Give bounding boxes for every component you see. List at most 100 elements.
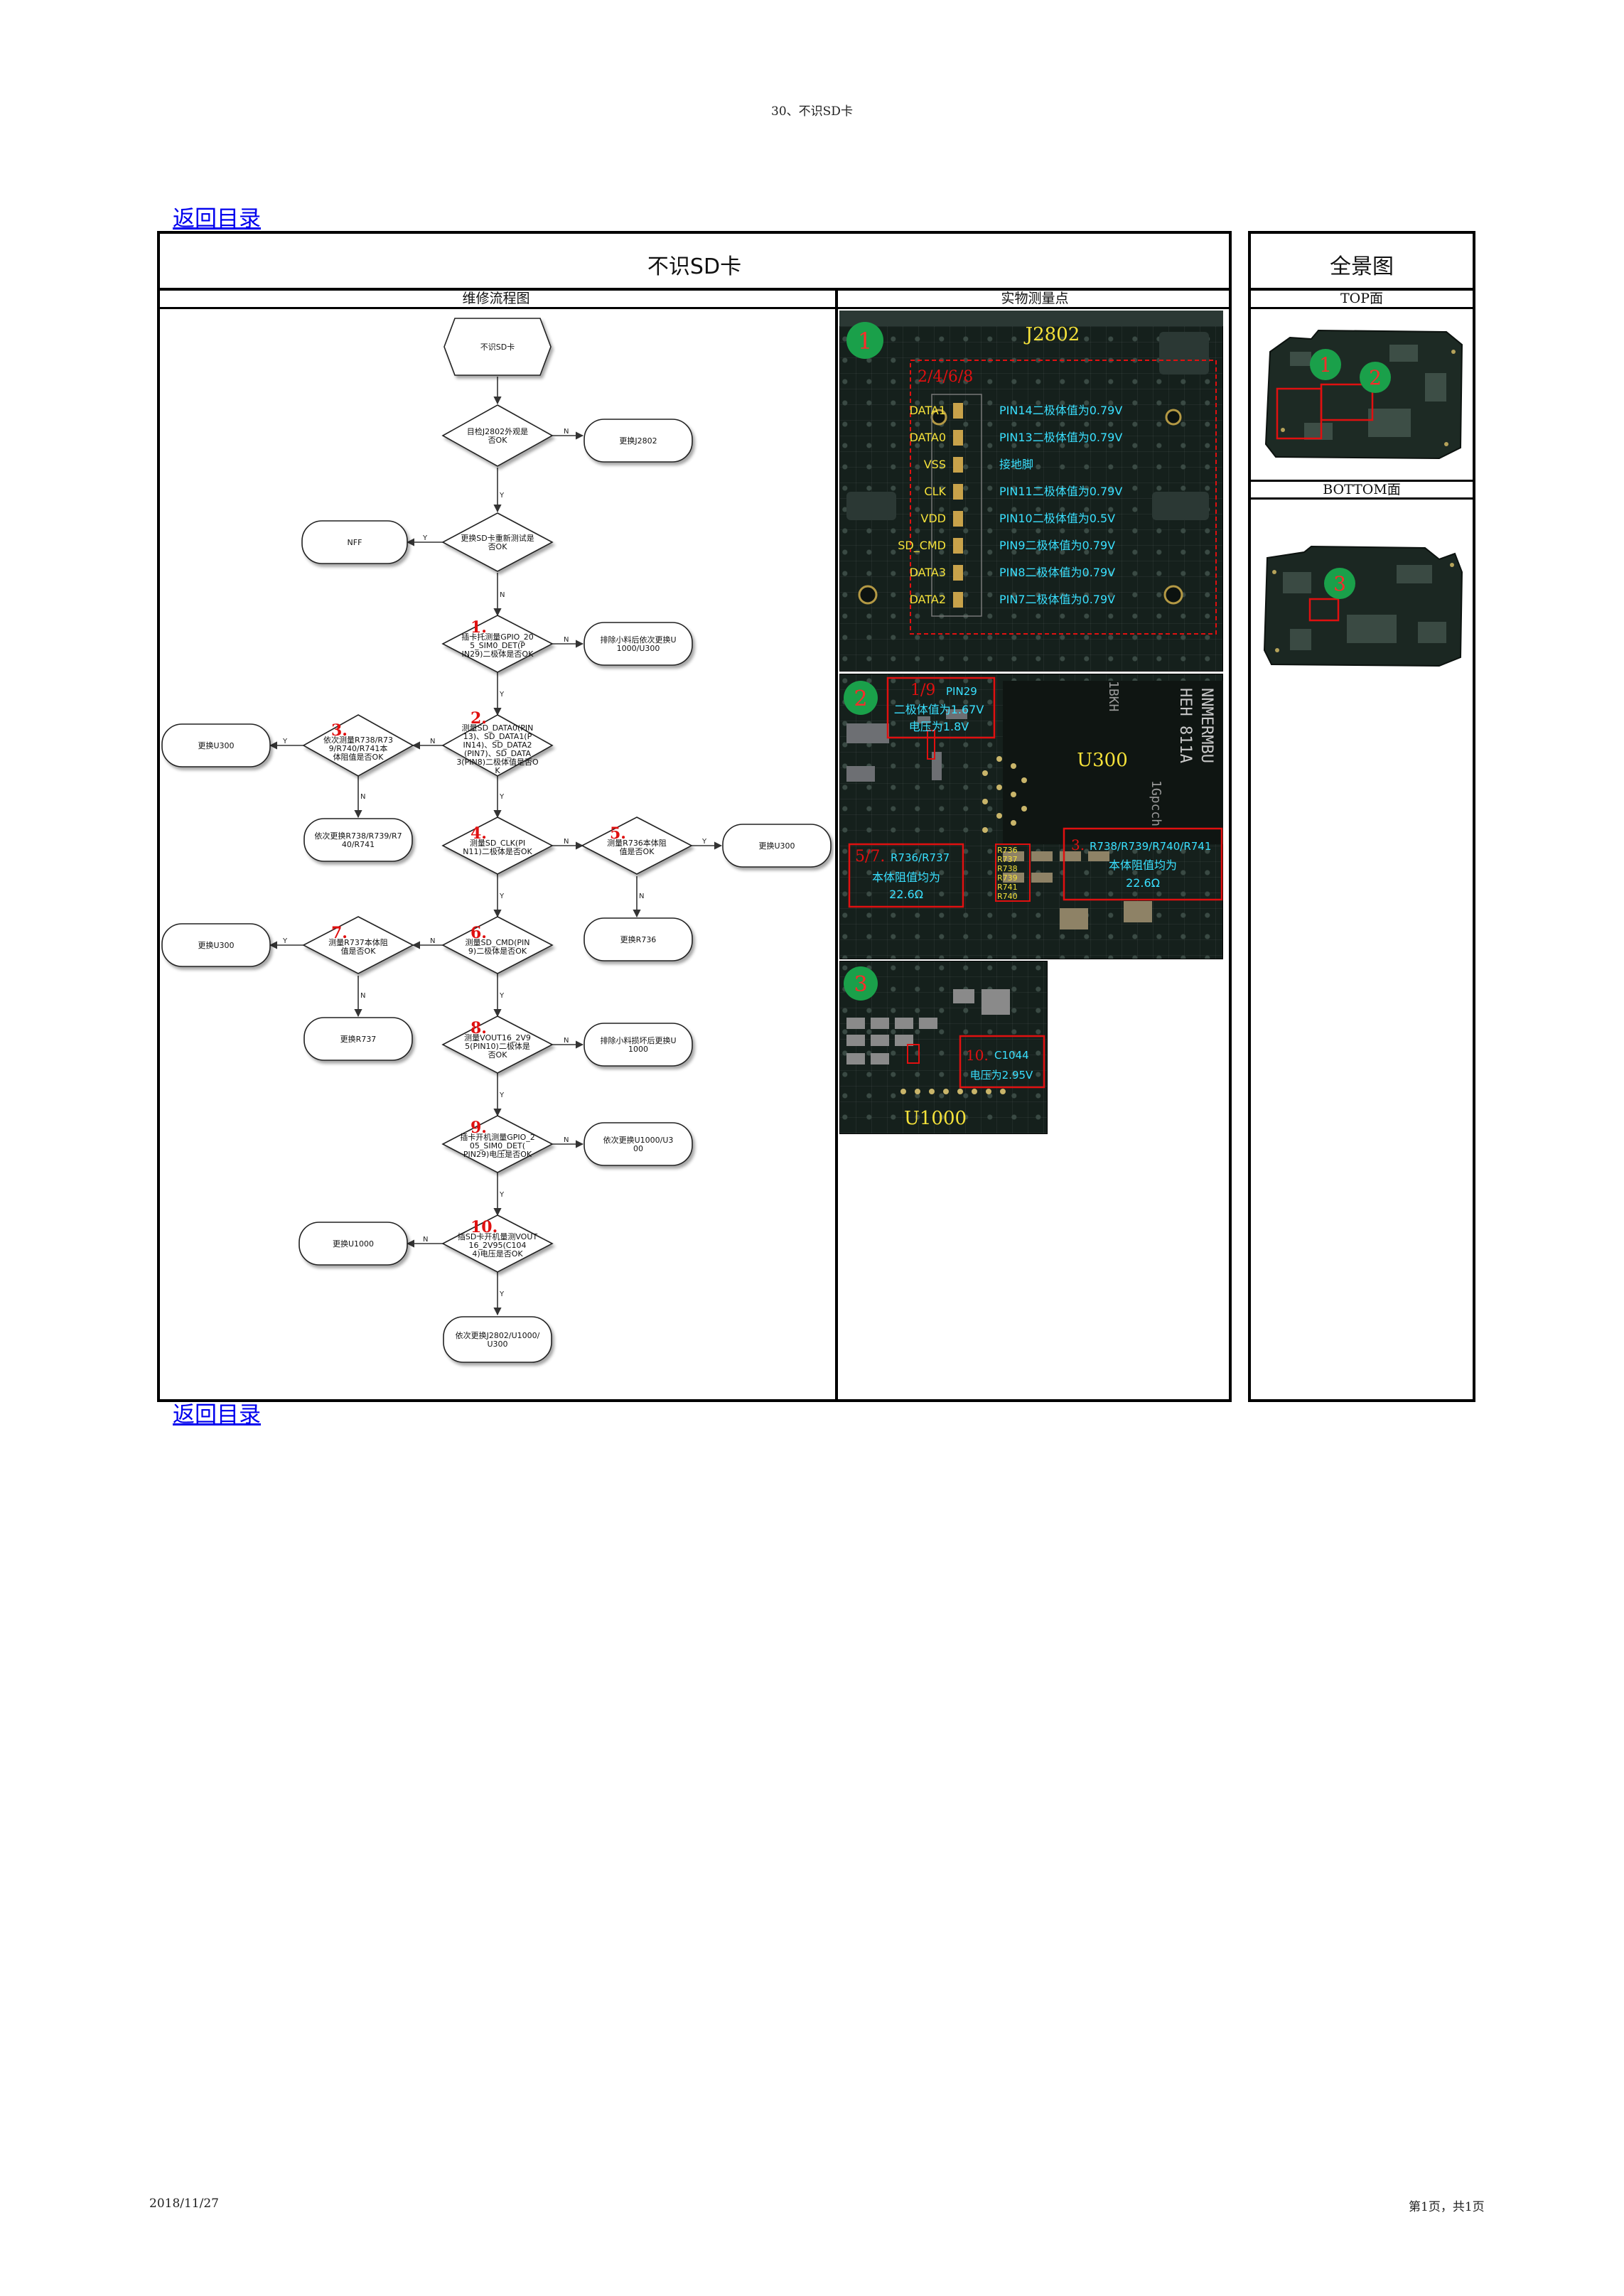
decision-8-text: 8.测量VOUT16_2V95(PIN10)二极体是否OK (464, 1019, 531, 1060)
top-marker-2: 2 (1369, 366, 1382, 389)
result-5-y (722, 824, 832, 868)
svg-text:Y: Y (282, 738, 288, 745)
photo2-note1-num: 1/9 (910, 681, 935, 699)
repair-flowchart: .fl{font-family:"DejaVu Sans","Liberatio… (161, 318, 832, 1363)
divider (157, 288, 1232, 291)
divider (1248, 307, 1475, 309)
photo3-num: 10. (966, 1047, 989, 1064)
pin-value: PIN7二极体值为0.79V (999, 593, 1115, 606)
flow-start (443, 318, 552, 376)
photo2-note2-l3: 22.6Ω (889, 888, 923, 901)
svg-text:更换U300: 更换U300 (198, 740, 234, 750)
svg-text:排除小料后依次更换U: 排除小料后依次更换U (600, 635, 676, 645)
photo2-note2-l2: 本体阻值均为 (872, 871, 940, 884)
svg-text:测量R737本体阻: 测量R737本体阻 (328, 937, 388, 947)
u300-silk-4: 1Gpcch (1149, 780, 1163, 826)
photo2-note1-pin: PIN29 (946, 685, 977, 698)
result-3-y-text: 更换U300 (198, 740, 234, 750)
decision-3 (302, 714, 414, 777)
pin-label: SD_CMD (898, 539, 946, 553)
divider (1248, 288, 1475, 291)
decision-2 (441, 714, 554, 777)
svg-text:1000/U300: 1000/U300 (617, 644, 660, 653)
bottom-marker-3: 3 (1333, 572, 1346, 595)
svg-text:00: 00 (633, 1144, 643, 1153)
result-7-n-text: 更换R737 (340, 1034, 377, 1044)
svg-text:N: N (430, 738, 435, 745)
pin-value: PIN10二极体值为0.5V (999, 512, 1115, 525)
resistor-label: R737 (997, 855, 1018, 864)
pin-label: VDD (920, 512, 946, 525)
svg-text:Y: Y (701, 838, 707, 846)
svg-text:5(PIN10)二极体是: 5(PIN10)二极体是 (465, 1041, 530, 1051)
svg-text:4)电压是否OK: 4)电压是否OK (472, 1249, 523, 1259)
svg-text:依次测量R738/R73: 依次测量R738/R73 (323, 735, 393, 745)
photo2-note3-l3: 22.6Ω (1126, 876, 1160, 890)
result-3-n (303, 818, 413, 862)
resistor-label: R736 (997, 846, 1018, 855)
decision-2-text: 2.测量SD_DATA0(PIN13)、SD_DATA1(PIN14)、SD_D… (456, 709, 539, 775)
svg-text:否OK: 否OK (488, 542, 508, 551)
photo2-note1-l2: 二极体值为1.67V (894, 703, 984, 716)
flow-header: 维修流程图 (462, 291, 530, 306)
divider (1248, 480, 1475, 482)
back-to-toc-link-bottom[interactable]: 返回目录 (173, 1402, 261, 1427)
top-marker-1: 1 (1319, 353, 1332, 377)
photo1-marker: 1 (858, 328, 872, 355)
photo2-note3-l2: 本体阻值均为 (1109, 858, 1177, 872)
svg-text:NFF: NFF (348, 538, 362, 547)
result-1 (584, 622, 693, 666)
back-to-toc-link-top[interactable]: 返回目录 (173, 206, 261, 231)
svg-text:N: N (423, 1236, 428, 1244)
svg-text:Y: Y (499, 1290, 505, 1298)
photo-u1000 (839, 961, 1048, 1134)
svg-text:依次更换U1000/U3: 依次更换U1000/U3 (603, 1135, 674, 1145)
u300-silk-2: HEH 811A (1176, 688, 1194, 763)
svg-text:值是否OK: 值是否OK (620, 847, 655, 856)
svg-text:N: N (500, 591, 505, 599)
decision-8-text-step: 8. (470, 1019, 487, 1037)
result-10 (299, 1222, 408, 1266)
svg-text:测量SD_CLK(PI: 测量SD_CLK(PI (470, 839, 525, 848)
photo2-chip: U300 (1077, 750, 1128, 771)
pin-label: CLK (924, 485, 946, 498)
result-7-y (161, 923, 271, 967)
photo-u1000-overlay: 3 10. C1044 电压为2.95V U1000 (844, 966, 1045, 1129)
svg-text:N: N (564, 1037, 569, 1045)
photo-j2802 (839, 311, 1223, 672)
photo2-marker: 2 (854, 686, 867, 711)
svg-text:PIN29)电压是否OK: PIN29)电压是否OK (463, 1150, 532, 1159)
decision-6-text: 6.测量SD_CMD(PIN9)二极体是否OK (466, 924, 530, 956)
svg-text:排除小料损坏后更换U: 排除小料损坏后更换U (600, 1035, 676, 1045)
u300-silk-3: 1BKH (1106, 681, 1121, 711)
svg-text:K: K (495, 766, 500, 775)
svg-text:更换J2802: 更换J2802 (619, 436, 657, 446)
decision-5-text-step: 5. (610, 824, 626, 843)
svg-text:值是否OK: 值是否OK (341, 947, 377, 956)
svg-text:Y: Y (282, 937, 288, 945)
pin-label: DATA0 (910, 431, 946, 444)
decision-9 (441, 1115, 554, 1173)
resistor-label: R738 (997, 864, 1018, 873)
overview-title: 全景图 (1330, 254, 1394, 279)
decision-4-text-step: 4. (470, 824, 487, 843)
svg-text:更换U300: 更换U300 (198, 940, 234, 950)
pin-value: PIN11二极体值为0.79V (999, 485, 1122, 498)
photo2-note2-num: 5/7. (855, 848, 885, 866)
decision-9-text-step: 9. (470, 1119, 487, 1137)
photo3-marker: 3 (854, 972, 867, 997)
decision-1 (441, 615, 554, 673)
result-5-n (584, 917, 693, 961)
decision-5 (581, 816, 693, 875)
svg-text:测量R736本体阻: 测量R736本体阻 (607, 838, 667, 848)
result-8 (584, 1023, 693, 1067)
svg-text:N: N (564, 1136, 569, 1144)
result-3-y (161, 723, 271, 767)
pin-label: DATA1 (910, 404, 946, 417)
svg-text:N: N (360, 992, 365, 1000)
